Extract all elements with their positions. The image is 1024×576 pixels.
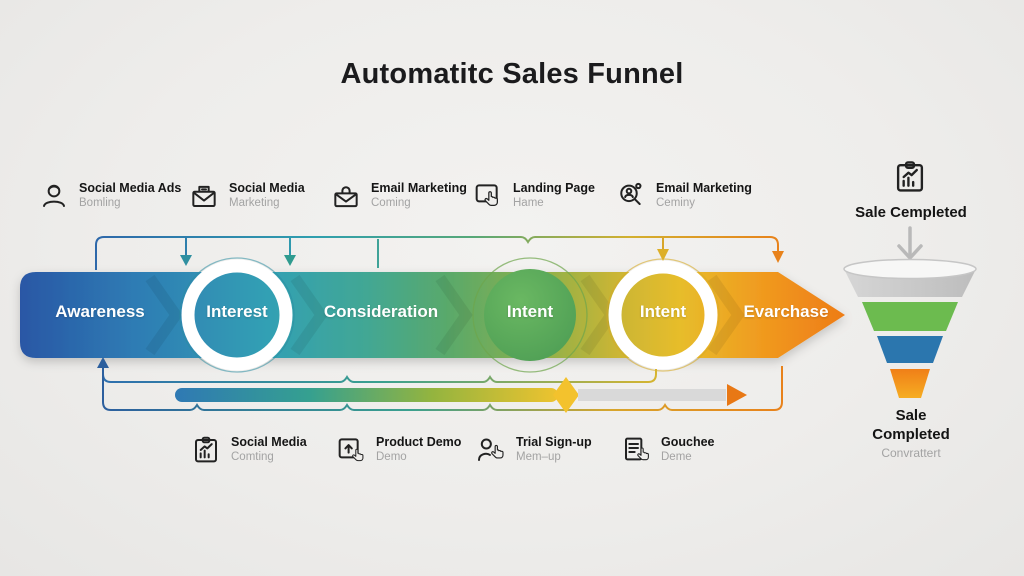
item-sublabel: Comting xyxy=(231,450,274,463)
sale-completed-sublabel: Convrattert xyxy=(881,446,941,460)
funnel-layer-green xyxy=(862,302,958,331)
interest-white-ring xyxy=(181,259,293,371)
clipboard-chart-icon xyxy=(195,436,217,463)
intent-green-outline xyxy=(472,257,588,373)
envelope-letter-icon xyxy=(192,185,216,207)
top-item-social-media: Social Media Marketing xyxy=(188,180,305,212)
funnel-band-arrow xyxy=(20,272,845,358)
stage-interest: Interest xyxy=(206,302,268,321)
item-label: Social Media xyxy=(231,435,307,450)
funnel-rim xyxy=(843,258,977,280)
top-connector-arrowheads xyxy=(180,249,784,266)
top-item-email-marketing: Email Marketing Coming xyxy=(330,180,467,212)
intent-green-circle xyxy=(484,269,576,361)
item-label: Gouchee xyxy=(661,435,715,450)
landing-page-click-icon xyxy=(475,184,498,206)
bottom-item-gouchee: Gouchee Deme xyxy=(620,434,715,466)
document-click-icon xyxy=(625,437,649,461)
clipboard-chart-icon xyxy=(896,161,924,192)
person-click-icon xyxy=(478,438,504,461)
item-label: Social Media xyxy=(229,181,305,196)
item-sublabel: Deme xyxy=(661,450,692,463)
item-sublabel: Coming xyxy=(371,196,411,209)
sale-completed-top-label: Sale Cempleted xyxy=(855,204,967,221)
sale-completed-bottom-label: Sale Completed xyxy=(872,407,950,443)
stage-intent: Intent xyxy=(506,302,554,321)
item-label: Email Marketing xyxy=(656,181,752,196)
interest-outer-ring xyxy=(179,257,295,373)
item-sublabel: Ceminy xyxy=(656,196,695,209)
item-label: Social Media Ads xyxy=(79,181,182,196)
funnel-layer-orange xyxy=(890,369,930,398)
bottom-item-social-media: Social Media Comting xyxy=(190,434,307,466)
item-label: Landing Page xyxy=(513,181,595,196)
progress-bar-arrowhead xyxy=(727,384,747,406)
funnel-down-arrow xyxy=(897,226,923,260)
stage-awareness: Awareness xyxy=(55,302,145,321)
page-title: Automatitc Sales Funnel xyxy=(340,58,684,90)
intent2-white-ring xyxy=(608,260,718,370)
search-person-icon xyxy=(620,182,642,205)
progress-bar-diamond xyxy=(553,377,579,413)
bottom-item-trial-signup: Trial Sign-up Mem–up xyxy=(475,434,592,466)
item-label: Trial Sign-up xyxy=(516,435,592,450)
stage-evarchase: Evarchase xyxy=(743,302,829,321)
lower-bracket-long xyxy=(102,366,783,411)
progress-bar-gradient xyxy=(175,388,558,402)
item-sublabel: Marketing xyxy=(229,196,280,209)
lower-bracket-short xyxy=(102,369,657,383)
top-item-social-media-ads: Social Media Ads Bomling xyxy=(38,180,181,212)
item-sublabel: Hame xyxy=(513,196,544,209)
progress-bar-gray xyxy=(578,389,726,401)
item-sublabel: Demo xyxy=(376,450,407,463)
bottom-item-product-demo: Product Demo Demo xyxy=(335,434,461,466)
stage-intent-2: Intent xyxy=(639,302,687,321)
item-sublabel: Bomling xyxy=(79,196,121,209)
top-item-landing-page: Landing Page Hame xyxy=(472,180,595,212)
stage-consideration: Consideration xyxy=(323,302,439,321)
conversion-funnel xyxy=(843,258,977,398)
item-label: Email Marketing xyxy=(371,181,467,196)
funnel-layer-blue xyxy=(877,336,943,363)
lower-bracket-up-arrow xyxy=(97,357,109,368)
box-click-icon xyxy=(338,438,364,462)
top-item-email-marketing-2: Email Marketing Ceminy xyxy=(615,180,752,212)
top-connector-bracket xyxy=(95,236,779,270)
item-label: Product Demo xyxy=(376,435,462,450)
envelope-lock-icon xyxy=(334,186,358,208)
user-icon xyxy=(43,184,65,207)
item-sublabel: Mem–up xyxy=(516,450,561,463)
